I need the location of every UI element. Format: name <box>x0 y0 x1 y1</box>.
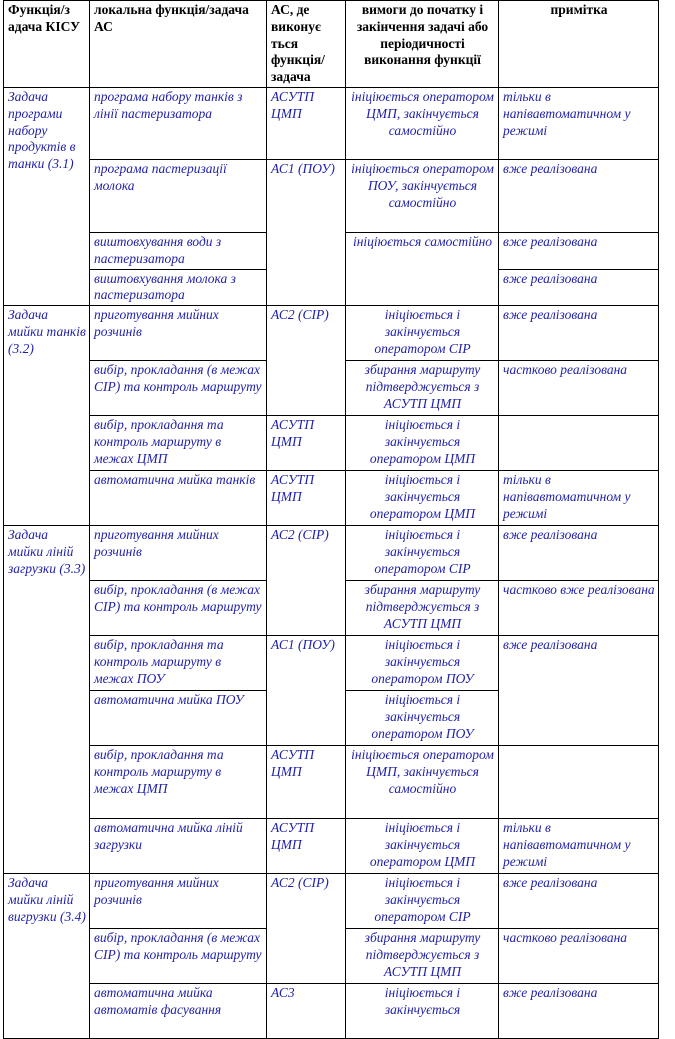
header-as: АС, де виконує ться функція/ задача <box>266 0 346 88</box>
as-cell: АС2 (CIP) <box>266 525 346 637</box>
requirements-cell: ініціюється оператором ЦМП, закінчується… <box>345 745 499 820</box>
table-row: вибір, прокладання та контроль маршруту … <box>4 745 659 820</box>
local-function-cell: вибір, прокладання та контроль маршруту … <box>89 415 267 472</box>
header-note: примітка <box>498 0 659 88</box>
local-function-cell: автоматична мийка автоматів фасування <box>89 983 267 1039</box>
note-cell: вже реалізована <box>498 159 659 233</box>
local-function-cell: вибір, прокладання (в межах CIP) та конт… <box>89 360 267 417</box>
as-cell: АСУТП ЦМП <box>266 87 346 160</box>
note-cell: частково реалізована <box>498 928 659 985</box>
local-function-cell: автоматична мийка ліній загрузки <box>89 818 267 875</box>
requirements-cell: збирання маршруту підтверджується з АСУТ… <box>345 580 499 637</box>
note-cell: вже реалізована <box>498 525 659 582</box>
note-cell: вже реалізована <box>498 983 659 1039</box>
as-cell: АСУТП ЦМП <box>266 745 346 820</box>
note-cell: вже реалізована <box>498 268 659 307</box>
requirements-cell: ініціюється і закінчується оператором CI… <box>345 873 499 930</box>
local-function-cell: приготування мийних розчинів <box>89 873 267 930</box>
header-requirements: вимоги до початку і закінчення задачі аб… <box>345 0 499 88</box>
local-function-cell: програма пастеризації молока <box>89 159 267 233</box>
note-cell: вже реалізована <box>498 635 659 747</box>
group-label: Задача мийки танків (3.2) <box>3 305 90 527</box>
table-row: вибір, прокладання (в межах CIP) та конт… <box>4 360 659 417</box>
local-function-cell: виштовхування води з пастеризатора <box>89 232 267 270</box>
requirements-cell: ініціюється і закінчується оператором CI… <box>345 305 499 362</box>
as-cell: АС3 <box>266 983 346 1039</box>
requirements-cell: ініціюється і закінчується оператором CI… <box>345 525 499 582</box>
note-cell: тільки в напівавтоматичном у режимі <box>498 470 659 527</box>
requirements-cell: ініціюється самостійно <box>345 231 499 307</box>
table-row: Задача мийки танків (3.2) приготування м… <box>3 305 659 527</box>
header-function: Функція/з адача КІСУ <box>3 0 90 88</box>
local-function-cell: вибір, прокладання та контроль маршруту … <box>89 745 267 820</box>
table-row: Задача програми набору продуктів в танки… <box>3 86 659 307</box>
requirements-cell: збирання маршруту підтверджується з АСУТ… <box>345 360 499 417</box>
local-function-cell: автоматична мийка ПОУ <box>89 690 267 747</box>
note-cell: вже реалізована <box>498 873 659 930</box>
local-function-cell: вибір, прокладання та контроль маршруту … <box>89 635 267 692</box>
local-function-cell: автоматична мийка танків <box>89 470 267 527</box>
local-function-cell: вибір, прокладання (в межах CIP) та конт… <box>89 580 267 637</box>
functions-table: Функція/з адача КІСУ локальна функція/за… <box>3 0 659 1039</box>
local-function-cell: приготування мийних розчинів <box>89 305 267 362</box>
requirements-cell: ініціюється і закінчується <box>345 983 499 1039</box>
note-cell: вже реалізована <box>498 305 659 362</box>
local-function-cell: вибір, прокладання (в межах CIP) та конт… <box>89 928 267 985</box>
local-function-cell: виштовхування молока з пастеризатора <box>89 268 267 307</box>
table-row: вибір, прокладання та контроль маршруту … <box>4 415 659 472</box>
note-cell: тільки в напівавтоматичном у режимі <box>498 818 659 875</box>
as-cell: АС1 (ПОУ) <box>266 158 346 307</box>
requirements-cell: ініціюється і закінчується оператором ПО… <box>345 690 499 747</box>
local-function-cell: приготування мийних розчинів <box>89 525 267 582</box>
table-row: вибір, прокладання (в межах CIP) та конт… <box>4 580 659 637</box>
requirements-cell: ініціюється і закінчується оператором ПО… <box>345 635 499 692</box>
table-row: автоматична мийка танків АСУТП ЦМП ініці… <box>4 470 659 527</box>
requirements-cell: ініціюється оператором ЦМП, закінчується… <box>345 87 499 160</box>
requirements-cell: ініціюється і закінчується оператором ЦМ… <box>345 415 499 472</box>
group-label: Задача мийки ліній вигрузки (3.4) <box>3 873 90 1039</box>
as-cell: АСУТП ЦМП <box>266 470 346 527</box>
as-cell: АС2 (CIP) <box>266 873 346 985</box>
note-cell: частково реалізована <box>498 360 659 417</box>
requirements-cell: ініціюється і закінчується оператором ЦМ… <box>345 470 499 527</box>
as-cell: АСУТП ЦМП <box>266 415 346 472</box>
table-row: вибір, прокладання та контроль маршруту … <box>4 635 659 747</box>
local-function-cell: програма набору танків з лінії пастериза… <box>89 87 267 160</box>
note-cell <box>498 415 659 472</box>
as-cell: АС1 (ПОУ) <box>266 635 346 747</box>
requirements-cell: ініціюється оператором ПОУ, закінчується… <box>345 159 499 233</box>
table-row: автоматична мийка ліній загрузки АСУТП Ц… <box>4 818 659 875</box>
as-cell: АСУТП ЦМП <box>266 818 346 875</box>
as-cell: АС2 (CIP) <box>266 305 346 417</box>
group-label: Задача програми набору продуктів в танки… <box>3 86 90 307</box>
note-cell: тільки в напівавтоматичном у режимі <box>498 87 659 160</box>
header-local-function: локальна функція/задача АС <box>89 0 267 88</box>
note-cell: вже реалізована <box>498 232 659 270</box>
group-label: Задача мийки ліній загрузки (3.3) <box>3 525 90 875</box>
table-row: автоматична мийка ПОУ ініціюється і закі… <box>4 690 659 747</box>
table-row: виштовхування води з пастеризатора ініці… <box>4 231 659 307</box>
requirements-cell: ініціюється і закінчується оператором ЦМ… <box>345 818 499 875</box>
note-cell <box>498 745 659 820</box>
table-row: Задача мийки ліній загрузки (3.3) пригот… <box>3 525 659 875</box>
note-cell: частково вже реалізована <box>498 580 659 637</box>
requirements-cell: збирання маршруту підтверджується з АСУТ… <box>345 928 499 985</box>
table-row: програма пастеризації молока АС1 (ПОУ) і… <box>4 158 659 307</box>
table-row: автоматична мийка автоматів фасування АС… <box>4 983 659 1039</box>
table-header-row: Функція/з адача КІСУ локальна функція/за… <box>3 0 659 88</box>
table-row: Задача мийки ліній вигрузки (3.4) пригот… <box>3 873 659 1039</box>
table-row: виштовхування молока з пастеризатора вже… <box>4 268 659 307</box>
